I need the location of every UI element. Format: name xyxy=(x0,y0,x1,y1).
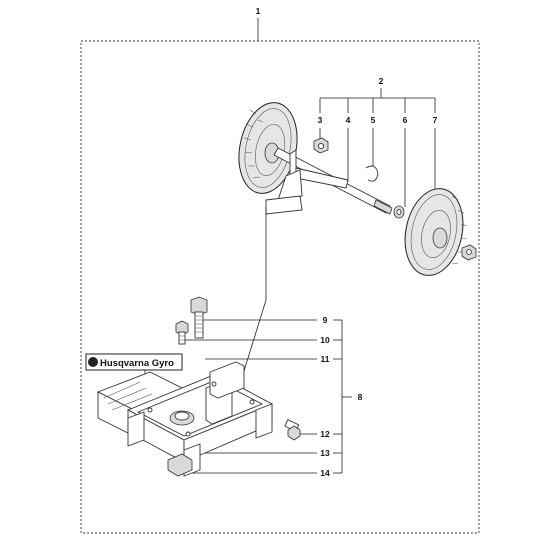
assembly-frame xyxy=(80,40,480,534)
axle-4 xyxy=(265,147,393,215)
callout-2: 2 xyxy=(379,76,384,86)
callout-4: 4 xyxy=(346,115,351,125)
callout-9: 9 xyxy=(323,315,328,325)
fitting-12 xyxy=(284,419,301,441)
hub-nut-right xyxy=(461,244,477,261)
nut-3 xyxy=(313,137,329,154)
callout-3: 3 xyxy=(318,115,323,125)
callout-1: 1 xyxy=(256,6,261,16)
wheel-left xyxy=(238,102,298,194)
logo-text: Husqvarna Gyro xyxy=(100,358,174,369)
base-frame-8 xyxy=(126,361,274,477)
callout-11: 11 xyxy=(321,354,330,364)
callout-13: 13 xyxy=(320,448,330,458)
clip-5 xyxy=(365,165,379,182)
callout-7: 7 xyxy=(433,115,438,125)
fitting-10 xyxy=(175,320,189,345)
callout-10: 10 xyxy=(320,335,330,345)
callout-12: 12 xyxy=(320,429,330,439)
callout-5: 5 xyxy=(371,115,376,125)
wheel-right xyxy=(404,188,468,276)
husqvarna-gyro-logo: Husqvarna Gyro xyxy=(85,353,183,384)
bolt-9 xyxy=(190,296,208,339)
end-cap-14 xyxy=(167,453,193,477)
washer-6 xyxy=(393,205,405,219)
callout-14: 14 xyxy=(320,468,330,478)
callout-8: 8 xyxy=(358,392,363,402)
callout-6: 6 xyxy=(403,115,408,125)
